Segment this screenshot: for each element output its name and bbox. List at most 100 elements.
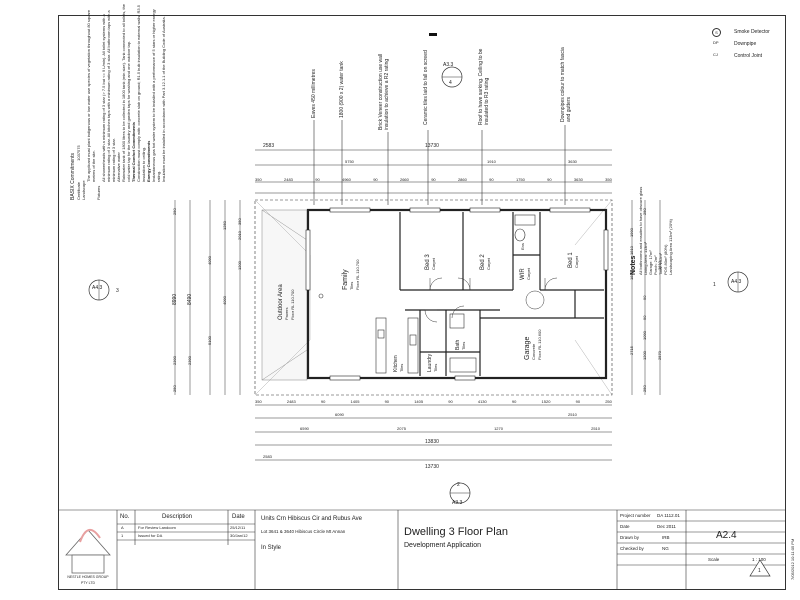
- section-marker-right: [727, 271, 749, 293]
- rev-a-no: A: [121, 525, 124, 530]
- dim-left-5: 2010: [237, 231, 242, 240]
- dim-top-row2-3: 4960: [341, 177, 351, 182]
- date-label: Date: [620, 524, 630, 529]
- dim-left-12: 350: [237, 218, 242, 225]
- dim-top-row2-7: 2860: [457, 177, 467, 182]
- dim-left-7: 1250: [222, 221, 227, 230]
- room-bath: Bath Tiles: [455, 340, 467, 350]
- dim-bottom-row1-3: 1405: [350, 399, 360, 404]
- dim-bottom-row1-10: 90: [575, 399, 581, 404]
- dim-top-row2-4: 90: [373, 177, 378, 182]
- dim-right-1: 1830: [629, 271, 634, 280]
- dim-bottom-row1-2: 90: [320, 399, 326, 404]
- smoke-detector-icon: S: [712, 28, 721, 37]
- dim-left-8: 2390: [172, 356, 177, 365]
- room-laundry: Laundry Tiles: [427, 354, 439, 372]
- dim-right-11: 1200: [642, 351, 647, 360]
- revision-number: 1: [758, 568, 761, 574]
- room-ens: Ens: [520, 243, 526, 250]
- rev-a-desc: For Review Landcom: [138, 525, 176, 530]
- section-num-right: 1: [713, 282, 716, 288]
- dim-bottom-overall2: 13830: [425, 439, 439, 445]
- dim-top-left: 2583: [263, 143, 275, 149]
- room-bath-sub: Tiles: [461, 341, 466, 350]
- dim-left-3: 5100: [207, 336, 212, 345]
- room-bed1: Bed 1 Carpet: [568, 252, 580, 268]
- rev-header-date: Date: [232, 514, 245, 520]
- legend-smoke-label: Smoke Detector: [734, 29, 770, 35]
- sheet-number: A2.4: [716, 530, 737, 541]
- dim-top-row2-0: 350: [255, 177, 262, 182]
- dim-top-row2-11: 3630: [573, 177, 583, 182]
- dim-right-9: 90: [642, 315, 647, 320]
- dim-right-8: 90: [642, 295, 647, 300]
- dim-bottom-row1-1: 2483: [286, 399, 296, 404]
- project-address-2: Lot 3641 & 3640 Hibiscus Circle Mt Annan: [261, 529, 346, 534]
- room-wir: WIR Carpet: [520, 268, 532, 280]
- room-garage-area: Floor RL 110.600: [537, 329, 542, 360]
- section-label-bottom: A3.3: [452, 500, 463, 506]
- rev-1-date: 30/Jan/12: [230, 533, 248, 538]
- rev-a-date: 25/12/11: [230, 525, 246, 530]
- tile-marker: [429, 33, 437, 36]
- dim-bottom-row1: 350 2483 90 1405 90 1405 90 4130 90 1520…: [255, 399, 612, 404]
- logo-house-icon: [65, 529, 111, 574]
- logo-company-sub: PTY LTD: [80, 581, 96, 585]
- dim-right-0: 1810: [629, 246, 634, 255]
- dim-bottom-row1-6: 90: [448, 399, 453, 404]
- room-bed3: Bed 3 Carpet: [425, 254, 437, 270]
- section-num-top: 4: [449, 80, 452, 86]
- dim-bottom-row1-4: 90: [384, 399, 390, 404]
- dim-left-1: 8490: [187, 293, 193, 305]
- room-family-area: Floor RL 110.700: [355, 259, 360, 290]
- dim-top-overall: 13730: [425, 143, 439, 149]
- section-num-left: 3: [116, 288, 119, 294]
- dim-top-row2-12: 350: [605, 177, 612, 182]
- logo-company-name: NESTLE HOMES GROUP: [67, 575, 109, 579]
- dim-left-9: 2390: [187, 356, 192, 365]
- downpipe-icon: DP: [713, 40, 719, 45]
- room-kitchen: Kitchen Tiles: [393, 355, 405, 372]
- section-marker-bottom: [449, 482, 471, 504]
- room-laundry-sub: Tiles: [433, 363, 438, 372]
- room-wir-sub: Carpet: [526, 267, 531, 280]
- dim-right-7: 250: [642, 385, 647, 392]
- dim-bottom-row3-2: 1270: [494, 426, 503, 431]
- scale-label: Scale: [708, 557, 720, 562]
- dim-right-4: 3610: [657, 261, 662, 270]
- dim-left-6: 1200: [237, 261, 242, 270]
- revision-triangle-icon: [749, 559, 771, 577]
- section-num-bottom: 2: [457, 482, 460, 488]
- external-walls: [306, 208, 608, 380]
- dim-bottom-row4-0: 2583: [263, 454, 272, 459]
- dim-top-row2-10: 90: [547, 177, 552, 182]
- dim-bottom-row1-7: 4130: [477, 399, 487, 404]
- legend-downpipe-label: Downpipe: [734, 41, 757, 47]
- legend-control-label: Control Joint: [734, 53, 763, 59]
- dim-bottom-row2-1: 2510: [568, 412, 577, 417]
- dim-bottom-row2-0: 6090: [335, 412, 344, 417]
- dim-bottom-overall: 13730: [425, 464, 439, 470]
- room-bed2: Bed 2 Carpet: [480, 254, 492, 270]
- drawing-sheet: [58, 15, 786, 590]
- project-number-value: DA 1112.01: [657, 513, 680, 518]
- room-garage: Garage Concrete Floor RL 110.600: [524, 329, 543, 360]
- drawing-title: Dwelling 3 Floor Plan: [404, 526, 508, 538]
- room-family: Family Tiles Floor RL 110.700: [342, 259, 361, 290]
- dim-right-6: 250: [642, 208, 647, 215]
- dim-top-row2-5: 2660: [399, 177, 409, 182]
- drawing-subtitle: Development Application: [404, 542, 482, 549]
- dim-left-2: 4090: [207, 256, 212, 265]
- dim-top-row2-6: 90: [431, 177, 436, 182]
- dim-right-2: 1990: [629, 228, 634, 237]
- section-label-left: A4.3: [92, 285, 103, 291]
- dim-right-5: 2570: [657, 351, 662, 360]
- room-outdoor-area: Floor RL 110.700: [290, 289, 295, 320]
- project-number-label: Project number: [620, 513, 651, 518]
- checked-by-label: Checked by: [620, 546, 644, 551]
- dim-top-row1-0: 5750: [345, 159, 354, 164]
- outdoor-area-hatch: [261, 209, 308, 381]
- rev-1-desc: Issued for DA: [138, 533, 163, 538]
- room-kitchen-sub: Tiles: [399, 363, 404, 372]
